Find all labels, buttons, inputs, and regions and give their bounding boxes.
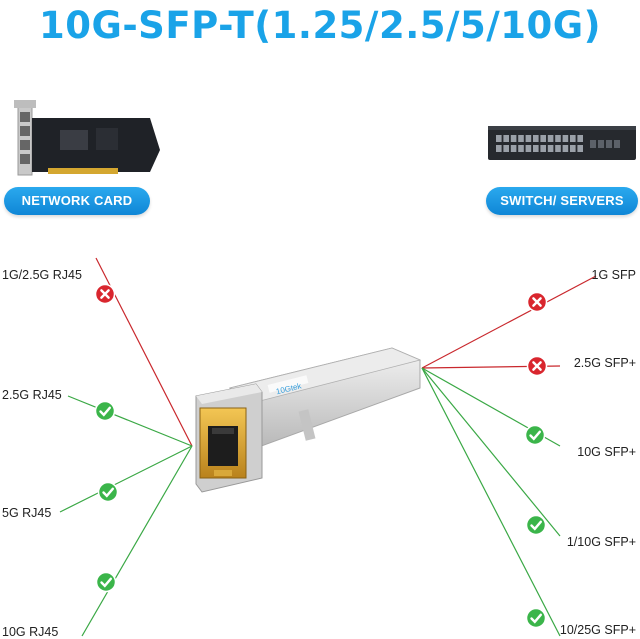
page-title: 10G-SFP-T(1.25/2.5/5/10G): [38, 4, 602, 47]
network-card-label: NETWORK CARD: [4, 187, 150, 215]
left-port-1g-2-5g-rj45: 1G/2.5G RJ45: [2, 268, 82, 282]
line-left-1: [67, 395, 193, 447]
right-port-10-25g-sfp-plus: 10/25G SFP+: [559, 623, 636, 637]
network-card-icon: [14, 100, 160, 176]
cross-icon-right-0: [526, 291, 548, 313]
right-port-2-5g-sfp-plus: 2.5G SFP+: [573, 356, 636, 370]
line-right-3: [421, 367, 561, 537]
right-port-1g-sfp: 1G SFP: [591, 268, 636, 282]
line-left-3: [81, 445, 193, 637]
check-icon-left-3: [95, 571, 117, 593]
left-port-10g-rj45: 10G RJ45: [2, 625, 59, 639]
left-port-2-5g-rj45: 2.5G RJ45: [2, 388, 62, 402]
cross-icon-left-0: [94, 283, 116, 305]
line-left-2: [59, 445, 193, 513]
cross-icon-right-1: [526, 355, 548, 377]
left-port-5g-rj45: 5G RJ45: [2, 506, 52, 520]
check-icon-left-1: [94, 400, 116, 422]
switch-servers-label: SWITCH/ SERVERS: [486, 187, 638, 215]
sfp-rj45-module-icon: 10Gtek: [195, 347, 422, 493]
check-icon-left-2: [97, 481, 119, 503]
line-right-0: [421, 275, 597, 369]
check-icon-right-2: [524, 424, 546, 446]
check-icon-right-3: [525, 514, 547, 536]
line-right-4: [421, 367, 561, 637]
right-port-1-10g-sfp-plus: 1/10G SFP+: [566, 535, 636, 549]
right-port-10g-sfp-plus: 10G SFP+: [577, 445, 636, 459]
connection-lines: [59, 257, 597, 637]
status-badges: [94, 283, 548, 629]
check-icon-right-4: [525, 607, 547, 629]
switch-icon: [488, 126, 636, 160]
